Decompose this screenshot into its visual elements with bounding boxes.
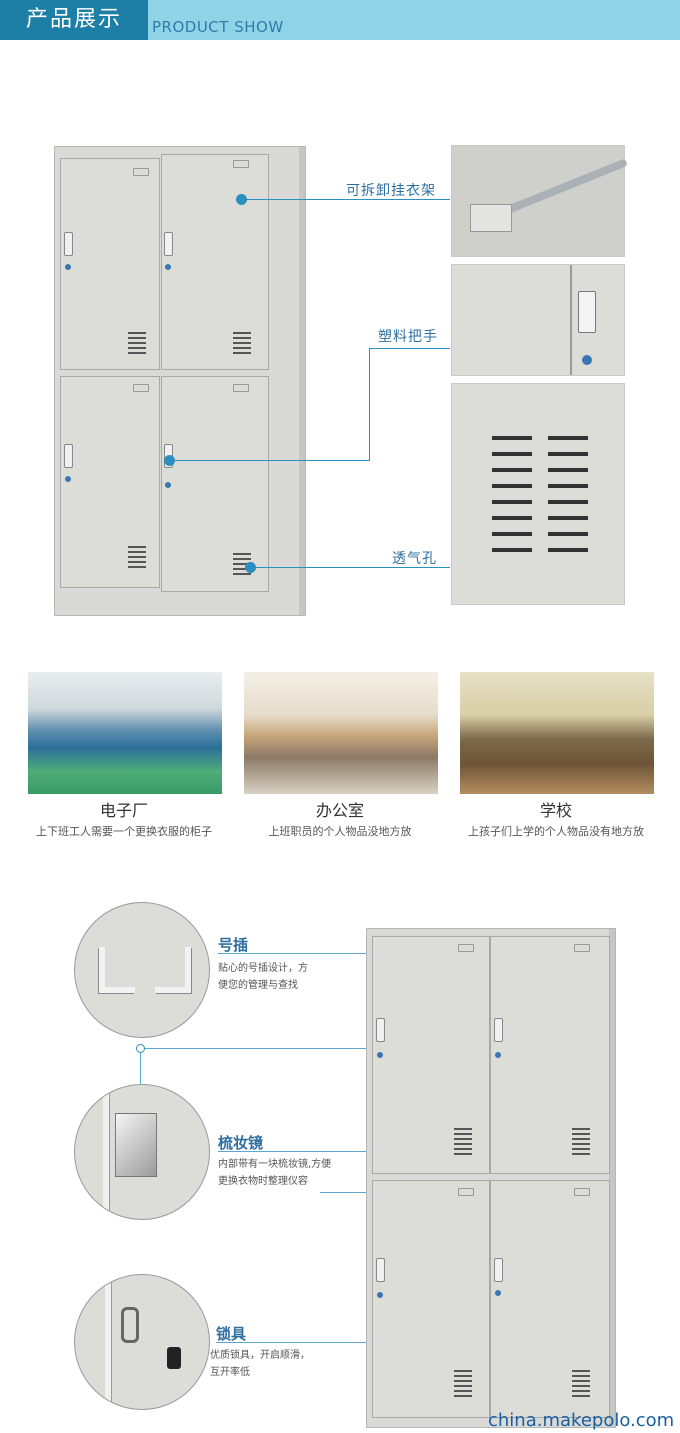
feature-label-handle: 塑料把手	[378, 329, 438, 345]
callout-dot	[164, 455, 175, 466]
cabinet-vent	[233, 332, 251, 357]
callout-line	[174, 460, 370, 461]
cabinet-lock	[65, 476, 71, 482]
cabinet-vent	[454, 1128, 472, 1158]
feature-label-vent: 透气孔	[392, 551, 437, 567]
feature-underline	[218, 1151, 434, 1152]
cabinet-vent	[128, 546, 146, 571]
key-icon	[167, 1347, 181, 1369]
cabinet-lock	[377, 1052, 383, 1058]
scene-desc-school: 上孩子们上学的个人物品没有地方放	[468, 825, 644, 838]
cabinet-door	[161, 376, 269, 592]
scene-title-school: 学校	[539, 801, 572, 820]
callout-line	[369, 348, 370, 461]
cabinet-door	[372, 1180, 490, 1418]
number-slot	[233, 384, 249, 392]
mirror-image	[115, 1113, 157, 1177]
cabinet-vent	[572, 1370, 590, 1400]
number-slot	[574, 1188, 590, 1196]
feature-desc-lock-1: 优质锁具，开启顺滑，	[210, 1350, 310, 1361]
number-slot	[133, 168, 149, 176]
slot-bracket-left	[99, 947, 135, 993]
detail-image-handle	[451, 264, 625, 376]
lock-closeup	[582, 355, 592, 365]
vent-slots-left	[492, 436, 532, 552]
feature-title-mirror: 梳妆镜	[218, 1134, 264, 1152]
cabinet-handle	[64, 444, 73, 468]
cabinet-lock	[377, 1292, 383, 1298]
number-slot	[233, 160, 249, 168]
scene-desc-office: 上班职员的个人物品没地方放	[268, 825, 412, 838]
scene-title-factory: 电子厂	[99, 801, 148, 820]
feature-desc-mirror-1: 内部带有一块梳妆镜,方便	[218, 1159, 332, 1170]
number-slot	[574, 944, 590, 952]
callout-line	[246, 199, 450, 200]
cabinet-door	[372, 936, 490, 1174]
cabinet-vent	[454, 1370, 472, 1400]
scene-photo-factory	[28, 672, 222, 794]
connector-dot	[136, 1044, 145, 1053]
number-slot	[458, 1188, 474, 1196]
cabinet-door	[490, 936, 610, 1174]
scene-photo-office	[244, 672, 438, 794]
cabinet-handle	[494, 1018, 503, 1042]
hanger-bracket	[470, 204, 512, 232]
scene-photo-school	[460, 672, 654, 794]
handle-closeup	[578, 291, 596, 333]
door-edge	[105, 1275, 112, 1409]
connector-line	[140, 1048, 141, 1084]
slot-bracket-right	[155, 947, 191, 993]
callout-line	[255, 567, 450, 568]
feature-title-lock: 锁具	[216, 1325, 247, 1343]
detail-circle-number-slot	[74, 902, 210, 1038]
feature-title-number-slot: 号插	[218, 936, 249, 954]
cabinet-handle	[164, 232, 173, 256]
door-gap	[570, 265, 572, 375]
watermark: china.makepolo.com	[488, 1410, 675, 1431]
cabinet-lock	[65, 264, 71, 270]
callout-dot	[236, 194, 247, 205]
number-slot	[133, 384, 149, 392]
section-title-en: PRODUCT SHOW	[152, 18, 284, 36]
detail-image-hanger	[451, 145, 629, 257]
scene-title-office: 办公室	[315, 801, 364, 820]
callout-dot	[245, 562, 256, 573]
cabinet-vent	[128, 332, 146, 357]
cabinet-lock	[165, 482, 171, 488]
cabinet-vent	[572, 1128, 590, 1158]
cabinet-lock	[495, 1052, 501, 1058]
cabinet-door	[60, 158, 160, 370]
detail-circle-mirror	[74, 1084, 210, 1220]
number-slot	[458, 944, 474, 952]
door-edge	[103, 1085, 110, 1219]
detail-image-vent	[451, 383, 625, 605]
feature-desc-mirror-2: 更换衣物时整理仪容	[218, 1176, 308, 1187]
cabinet-door	[161, 154, 269, 370]
cabinet-vent	[233, 553, 251, 578]
section-title-cn: 产品展示	[0, 0, 148, 40]
hook-icon	[121, 1307, 139, 1343]
cabinet-handle	[376, 1018, 385, 1042]
callout-line	[369, 348, 450, 349]
cabinet-lock	[495, 1290, 501, 1296]
cabinet-handle	[494, 1258, 503, 1282]
feature-desc-lock-2: 互开率低	[210, 1367, 250, 1378]
vent-slots-right	[548, 436, 588, 552]
connector-line	[140, 1048, 496, 1049]
feature-desc-number-slot-1: 贴心的号插设计，方	[218, 963, 308, 974]
feature-underline	[216, 1342, 500, 1343]
cabinet-lock	[165, 264, 171, 270]
detail-circle-lock	[74, 1274, 210, 1410]
feature-label-hanger: 可拆卸挂衣架	[346, 183, 436, 199]
cabinet-handle	[376, 1258, 385, 1282]
scene-desc-factory: 上下班工人需要一个更换衣服的柜子	[36, 825, 212, 838]
cabinet-handle	[64, 232, 73, 256]
cabinet-door	[490, 1180, 610, 1418]
feature-desc-number-slot-2: 便您的管理与查找	[218, 980, 298, 991]
